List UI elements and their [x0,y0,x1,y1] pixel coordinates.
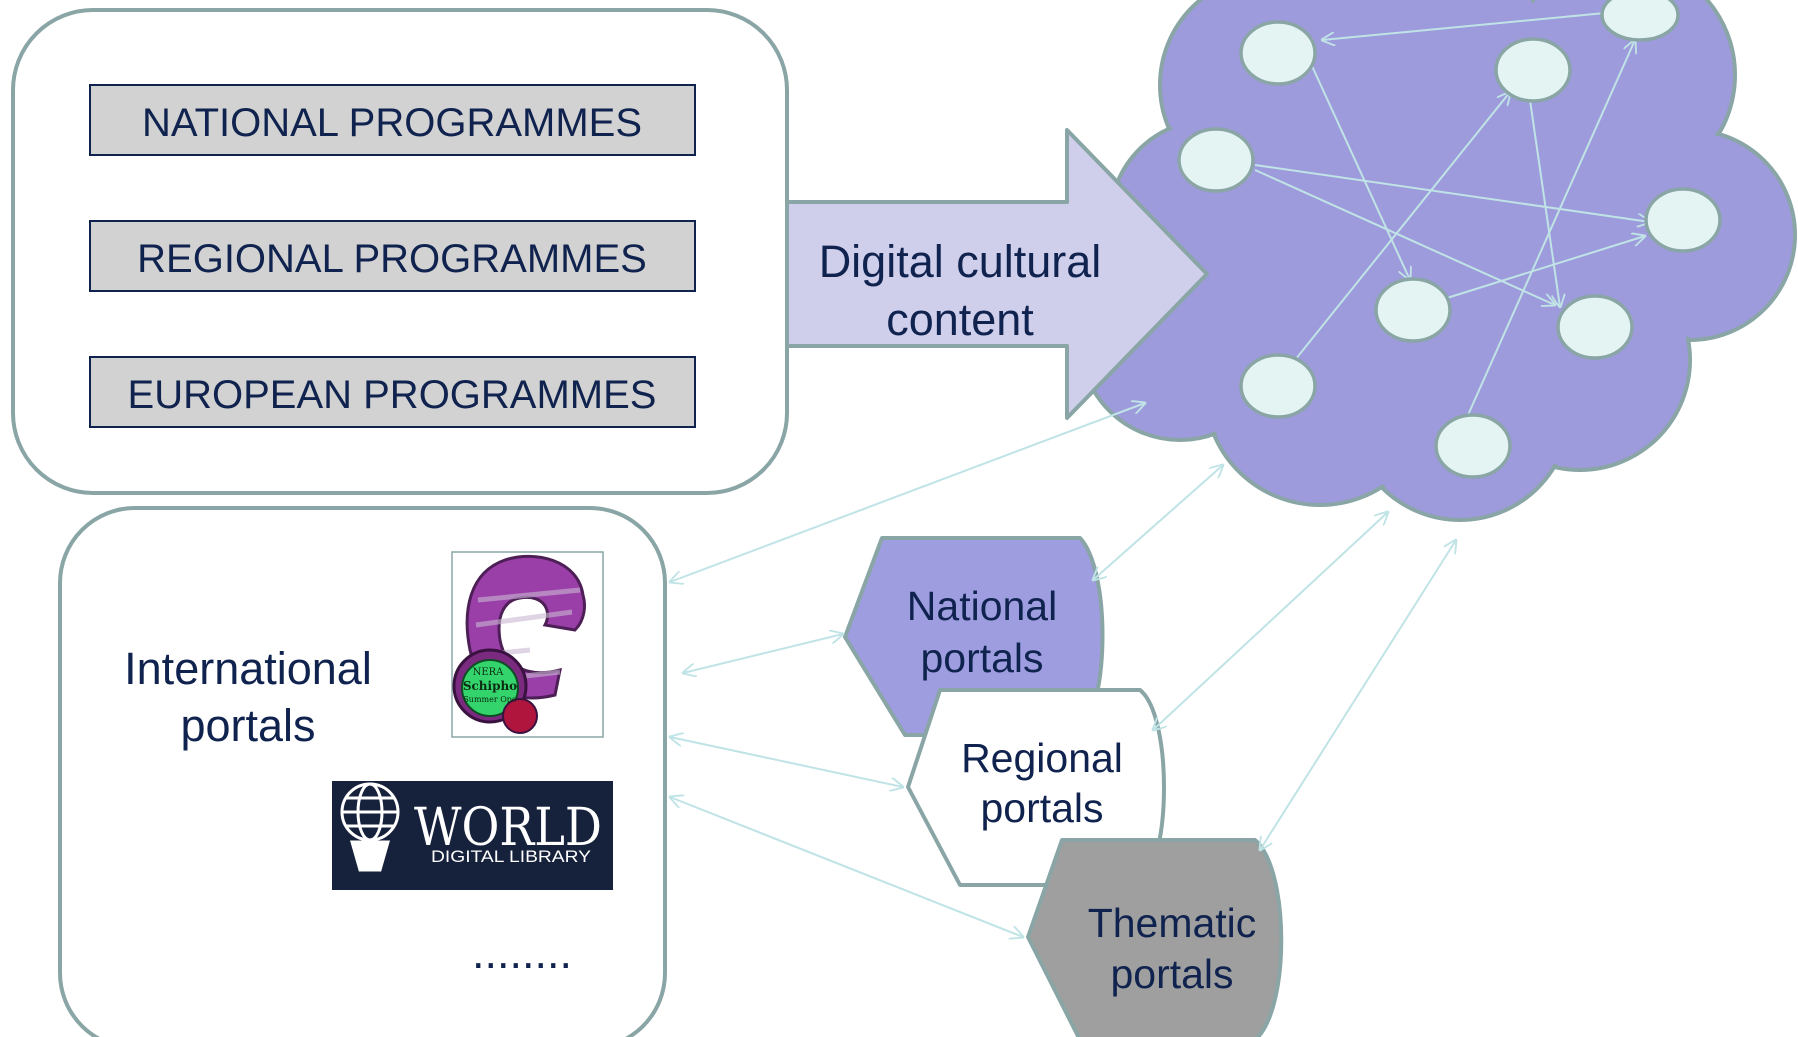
cloud-link [1467,40,1635,416]
regional-programmes-box: REGIONAL PROGRAMMES [89,220,696,292]
national-programmes-label: NATIONAL PROGRAMMES [142,101,642,145]
european-programmes-box: EUROPEAN PROGRAMMES [89,356,696,428]
regional-portals-line2: portals [980,785,1103,831]
connector-arrow [1260,540,1456,850]
europeana-logo-text: Summer Ope [463,695,517,704]
cloud-node [1434,413,1512,479]
national-portals: National portals [843,536,1105,737]
cloud-node [1494,37,1572,103]
cloud-link [1322,12,1606,40]
international-label-line1: International [124,643,372,694]
globe-icon [340,782,400,872]
thematic-portals: Thematic portals [1026,838,1284,1037]
connector-arrow [670,737,903,787]
digital-content-arrow: Digital cultural content [782,128,1209,420]
cloud-node [1374,277,1452,343]
cloud-link [1254,169,1555,305]
arrow-label-line1: Digital cultural [819,236,1102,287]
cloud-node [1177,127,1255,193]
cloud-node [1239,20,1317,86]
europeana-logo-text: Schipho [463,679,517,693]
programmes-box: NATIONAL PROGRAMMES REGIONAL PROGRAMMES … [11,8,789,495]
european-programmes-label: EUROPEAN PROGRAMMES [128,373,657,417]
wdl-subtitle: DIGITAL LIBRARY [431,847,591,866]
connector-arrow [670,797,1023,937]
cloud-nodes [1177,0,1722,479]
cloud-link [1294,92,1510,361]
national-portals-line1: National [907,583,1057,629]
cloud-node [1239,353,1317,419]
europeana-logo-text: NERA [473,667,505,678]
thematic-portals-line2: portals [1110,951,1233,997]
content-cloud [1078,0,1797,522]
connector-arrow [683,634,843,673]
national-portals-line2: portals [920,635,1043,681]
connector-arrow [1153,512,1388,730]
regional-portals-line1: Regional [961,735,1123,781]
cloud-links [1254,12,1650,416]
thematic-portals-line1: Thematic [1088,900,1257,946]
connector-arrow [670,403,1145,582]
more-portals-ellipsis: ........ [472,927,572,978]
international-portals-box: International portals NERA Schipho Summe… [58,506,667,1037]
cloud-link [1254,164,1650,222]
cloud-link [1311,65,1410,280]
cloud-link [1529,99,1560,307]
national-programmes-box: NATIONAL PROGRAMMES [89,84,696,156]
wdl-title: WORLD [414,798,602,858]
international-label-line2: portals [180,700,315,751]
cloud-link [1446,236,1645,299]
europeana-logo: NERA Schipho Summer Ope [451,551,604,738]
connector-arrow [1093,465,1223,580]
cloud-node [1644,187,1722,253]
world-digital-library-logo: WORLD DIGITAL LIBRARY [332,781,613,890]
regional-programmes-label: REGIONAL PROGRAMMES [137,237,647,281]
cloud-node [1556,294,1634,360]
arrow-label-line2: content [886,294,1034,345]
connector-arrows [670,403,1456,937]
cloud-node [1600,0,1680,42]
